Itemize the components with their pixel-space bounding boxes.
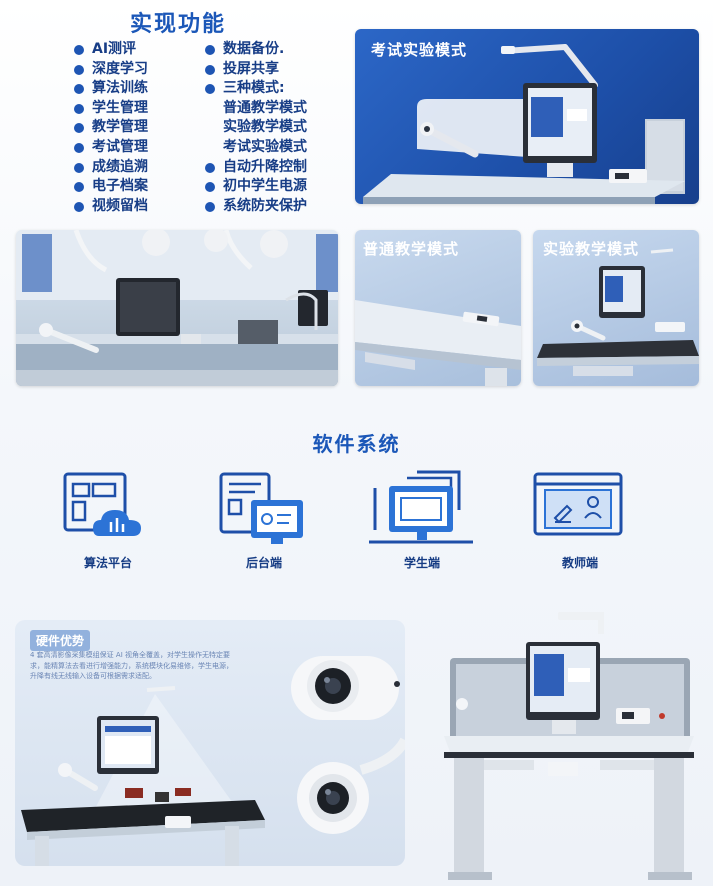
software-item-teacher[interactable]: 教师端 — [525, 470, 635, 571]
features-title: 实现功能 — [130, 12, 227, 37]
software-item-student[interactable]: 学生端 — [367, 470, 477, 571]
experiment-mode-label: 实验教学模式 — [543, 240, 640, 258]
features-left-list: AI测评 深度学习 算法训练 学生管理 教学管理 考试管理 成绩追溯 电子档案 … — [74, 40, 148, 216]
feature-item: 视频留档 — [74, 197, 148, 217]
software-item-algorithm-platform[interactable]: 算法平台 — [53, 470, 163, 571]
bullet-dot-icon — [74, 103, 84, 114]
bullet-dot-icon — [205, 45, 215, 55]
bullet-dot-icon — [205, 162, 215, 173]
normal-mode-photo: 普通教学模式 — [355, 230, 521, 386]
feature-subitem: 考试实验模式 — [223, 138, 307, 155]
hardware-panel — [15, 620, 405, 866]
hardware-description: 4 套高清影像采集模组保证 AI 视角全覆盖，对学生操作无特定要求，能精算法去看… — [30, 651, 233, 680]
software-item-label: 算法平台 — [83, 556, 132, 570]
teacher-window-icon — [533, 472, 623, 536]
bullet-dot-icon — [205, 84, 215, 95]
feature-item: 电子档案 — [74, 177, 148, 197]
experiment-desk-illustration — [537, 248, 699, 376]
bullet-dot-icon — [74, 182, 84, 193]
feature-subitem: 实验教学模式 — [223, 119, 307, 136]
software-item-label: 后台端 — [245, 556, 282, 570]
feature-item: 学生管理 — [74, 99, 148, 119]
software-item-label: 教师端 — [561, 556, 598, 570]
lab-classroom-photo — [16, 230, 338, 386]
feature-item: 自动升降控制 — [205, 158, 307, 178]
exam-mode-photo: 考试实验模式 — [355, 29, 699, 204]
software-item-backend[interactable]: 后台端 — [209, 470, 319, 571]
hardware-illustration — [21, 656, 405, 866]
cloud-dashboard-icon — [63, 472, 141, 536]
server-monitor-icon — [219, 472, 303, 544]
feature-item: 三种模式: — [205, 79, 307, 99]
features-right-list: 数据备份. 投屏共享 三种模式: 普通教学模式 实验教学模式 考试实验模式 自动… — [205, 40, 307, 216]
lab-classroom-illustration — [16, 230, 338, 386]
full-desk-product — [440, 612, 700, 880]
feature-item: AI测评 — [74, 40, 148, 60]
bullet-dot-icon — [205, 182, 215, 193]
exam-mode-label: 考试实验模式 — [371, 41, 468, 59]
bullet-dot-icon — [74, 123, 84, 134]
software-title: 软件系统 — [312, 432, 401, 456]
software-item-label: 学生端 — [403, 556, 440, 570]
bullet-dot-icon — [74, 162, 84, 173]
student-monitor-icon — [369, 470, 473, 544]
exam-desk-illustration — [363, 44, 685, 204]
normal-mode-label: 普通教学模式 — [363, 240, 460, 258]
feature-item: 系统防夹保护 — [205, 197, 307, 217]
feature-item: 数据备份. — [205, 40, 307, 60]
experiment-mode-photo: 实验教学模式 — [533, 230, 699, 386]
bullet-dot-icon — [74, 64, 84, 75]
normal-desk-illustration — [355, 300, 521, 386]
bullet-dot-icon — [74, 45, 84, 55]
bullet-dot-icon — [74, 201, 84, 212]
feature-item: 成绩追溯 — [74, 158, 148, 178]
feature-item: 考试管理 — [74, 138, 148, 158]
feature-item: 初中学生电源 — [205, 177, 307, 197]
bullet-dot-icon — [74, 84, 84, 95]
feature-subitem: 普通教学模式 — [223, 99, 307, 116]
full-desk-illustration — [444, 612, 694, 880]
bullet-dot-icon — [205, 201, 215, 212]
bullet-dot-icon — [205, 64, 215, 75]
feature-item: 投屏共享 — [205, 60, 307, 80]
feature-item: 教学管理 — [74, 118, 148, 138]
bullet-dot-icon — [74, 142, 84, 153]
hardware-title: 硬件优势 — [30, 630, 91, 651]
feature-item: 算法训练 — [74, 79, 148, 99]
feature-item: 深度学习 — [74, 60, 148, 80]
